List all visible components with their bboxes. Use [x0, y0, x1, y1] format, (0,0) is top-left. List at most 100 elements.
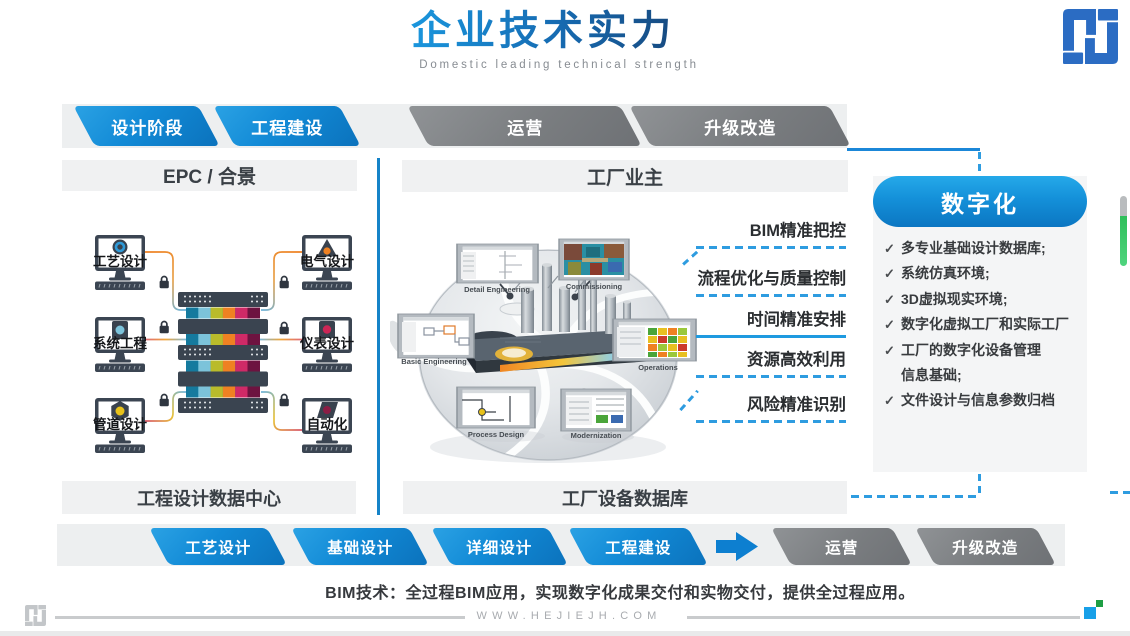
stage-label: 运营: [506, 118, 543, 138]
digital-feature-item: ✓ 3D虚拟现实环境;: [884, 287, 1080, 312]
workstation-electrical: 电气设计: [300, 234, 354, 291]
wheel-label-modernization: Modernization: [571, 431, 622, 440]
digital-panel-title: 数字化: [941, 190, 1019, 217]
workstation-instrument: 仪表设计: [299, 316, 354, 373]
left-header-label: EPC / 合景: [163, 167, 256, 188]
lock-icon: [158, 320, 170, 335]
stage-design-phase: 设计阶段: [73, 106, 220, 146]
benefit-label: BIM精准把控: [749, 222, 846, 240]
workstation-label: 管道设计: [93, 416, 147, 432]
check-icon: ✓: [884, 291, 895, 307]
benefit-bim-control: BIM精准把控: [696, 221, 846, 249]
stage-label: 工程建设: [251, 118, 323, 138]
plant-lifecycle-wheel: Detail Engineering Commissioning Basic E…: [390, 238, 697, 463]
digital-panel-title-pill: 数字化: [873, 176, 1087, 227]
workstation-label: 自动化: [307, 416, 348, 432]
wheel-label-operations: Operations: [638, 363, 678, 372]
thumb-operations: [612, 318, 697, 362]
arrow-right-icon: [716, 532, 758, 561]
decor-square-green: [1096, 600, 1103, 607]
check-icon: ✓: [884, 241, 895, 256]
workstation-label: 工艺设计: [93, 253, 147, 269]
wheel-label-detail-engineering: Detail Engineering: [464, 285, 530, 294]
phase-label: 升级改造: [952, 539, 1019, 557]
thumb-commissioning: [558, 238, 630, 281]
lock-icon: [278, 321, 290, 336]
digital-feature-item: ✓数字化虚拟工厂和实际工厂: [884, 312, 1080, 337]
digital-feature-text: 工厂的数字化设备管理: [901, 341, 1041, 358]
workstation-label: 系统工程: [93, 335, 147, 351]
digital-feature-item: ✓ 多专业基础设计数据库;: [884, 236, 1080, 261]
left-section-header: EPC / 合景: [62, 160, 357, 191]
stage-label: 设计阶段: [110, 118, 183, 138]
digital-feature-list: ✓多专业基础设计数据库; ✓系统仿真环境; ✓3D虚拟现实环境; ✓数字化虚拟工…: [884, 236, 1080, 414]
benefit-risk-identification: 风险精准识别: [696, 395, 846, 423]
digital-feature-text: 信息基础;: [901, 367, 962, 384]
website-url: WWW.HEJIEJH.COM: [476, 610, 662, 622]
digital-feature-text: 系统仿真环境;: [901, 265, 990, 282]
slide-bottom-edge: [0, 631, 1130, 636]
benefit-resource-utilization: 资源高效利用: [696, 350, 846, 378]
benefit-underline: [696, 420, 846, 423]
phase-label: 工艺设计: [184, 539, 251, 557]
phase-label: 基础设计: [326, 539, 393, 557]
phase-basic-design: 基础设计: [291, 528, 429, 565]
company-logo: [1063, 9, 1118, 64]
footer-line-right: [687, 616, 1080, 619]
workstation-system-eng: 系统工程: [93, 316, 147, 373]
phase-process-design: 工艺设计: [149, 528, 287, 565]
check-icon: ✓: [884, 393, 895, 409]
center-header-label: 工厂业主: [586, 167, 663, 189]
connector-dashed: [978, 152, 981, 175]
stage-label: 升级改造: [704, 118, 776, 138]
connector-line: [847, 148, 980, 151]
section-divider: [377, 158, 380, 515]
scrollbar-thumb[interactable]: [1120, 196, 1127, 266]
workstation-automation: 自动化: [301, 397, 353, 454]
page-title-wrap: 企业技术实力: [0, 9, 1086, 53]
left-footer-label: 工程设计数据中心: [137, 488, 281, 509]
stage-operation: 运营: [407, 106, 642, 146]
connector-dashed: [1110, 491, 1130, 494]
thumb-detail-engineering: [456, 243, 539, 284]
check-icon: ✓: [884, 317, 895, 333]
benefit-label: 资源高效利用: [747, 351, 846, 369]
workstation-label: 仪表设计: [299, 335, 354, 351]
digital-feature-item: ✓系统仿真环境;: [884, 261, 1080, 286]
benefit-underline-solid: [696, 335, 846, 338]
workstation-piping-design: 管道设计: [93, 397, 147, 454]
phase-label: 运营: [824, 539, 858, 557]
phase-construction: 工程建设: [568, 528, 708, 565]
benefit-label: 流程优化与质量控制: [697, 270, 847, 288]
stage-upgrade: 升级改造: [629, 106, 851, 146]
center-section-footer: 工厂设备数据库: [403, 481, 847, 514]
benefit-label: 时间精准安排: [747, 311, 846, 329]
wheel-label-process-design: Process Design: [468, 430, 525, 439]
benefit-underline: [696, 294, 846, 297]
digital-panel: 数字化 ✓多专业基础设计数据库; ✓系统仿真环境; ✓3D虚拟现实环境; ✓数字…: [873, 176, 1087, 472]
lock-icon: [278, 275, 290, 290]
benefit-process-quality: 流程优化与质量控制: [696, 269, 846, 297]
lock-icon: [278, 393, 290, 408]
digital-feature-item: 信息基础;: [884, 363, 1080, 388]
digital-feature-item: ✓ 文件设计与信息参数归档: [884, 388, 1080, 413]
check-icon: ✓: [884, 342, 895, 358]
phase-label: 详细设计: [466, 539, 533, 557]
digital-feature-text: 多专业基础设计数据库;: [901, 240, 1046, 256]
left-section-footer: 工程设计数据中心: [62, 481, 356, 514]
benefit-label: 风险精准识别: [747, 396, 846, 414]
lock-icon: [158, 275, 170, 290]
benefit-underline: [696, 246, 846, 249]
benefit-time-schedule: 时间精准安排: [696, 310, 846, 338]
workstation-label: 电气设计: [300, 253, 354, 269]
thumb-process-design: [456, 386, 536, 429]
company-logo-gray: [25, 605, 46, 626]
page-subtitle: Domestic leading technical strength: [419, 59, 699, 71]
digital-feature-text: 3D虚拟现实环境;: [901, 290, 1008, 307]
stage-construction: 工程建设: [213, 106, 361, 146]
server-stack: [178, 292, 268, 413]
phase-label: 工程建设: [604, 539, 671, 557]
center-footer-label: 工厂设备数据库: [562, 488, 688, 509]
digital-feature-text: 文件设计与信息参数归档: [901, 392, 1055, 409]
